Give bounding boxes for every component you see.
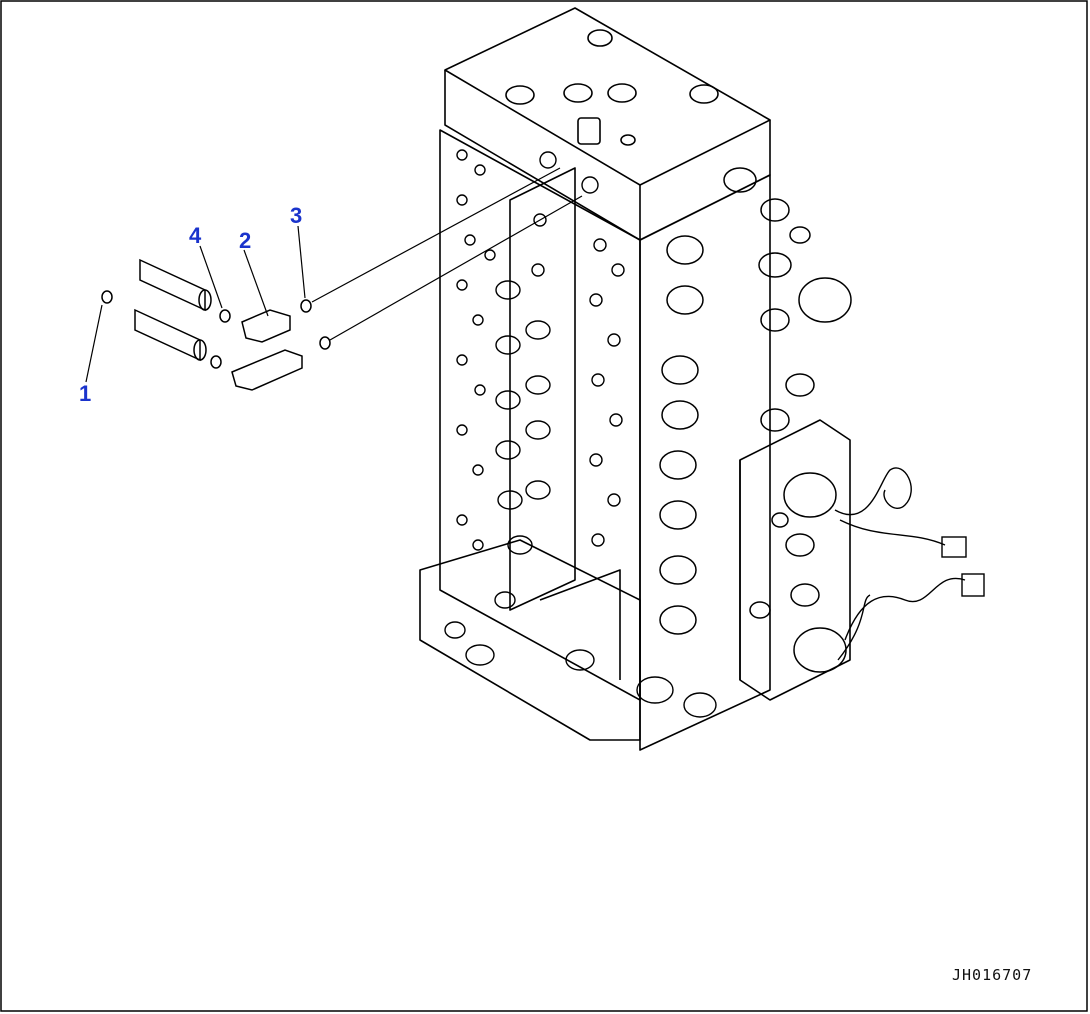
solenoid-valves [659, 167, 852, 673]
callout-3[interactable]: 3 [290, 203, 303, 228]
control-valve-body [419, 7, 851, 751]
o-ring-3 [300, 299, 312, 313]
wiring-harness [834, 467, 985, 661]
o-ring-1 [101, 290, 113, 304]
exploded-parts [101, 258, 331, 391]
callout-1[interactable]: 1 [79, 381, 92, 406]
callout-4[interactable]: 4 [189, 223, 202, 248]
leader-lines [85, 167, 583, 383]
o-ring-4 [219, 309, 231, 323]
fittings-column [444, 280, 717, 718]
elbow-fitting-2 [241, 309, 291, 343]
valve-ports [456, 149, 625, 551]
callout-2[interactable]: 2 [239, 228, 252, 253]
drawing-code: JH016707 [952, 966, 1033, 984]
